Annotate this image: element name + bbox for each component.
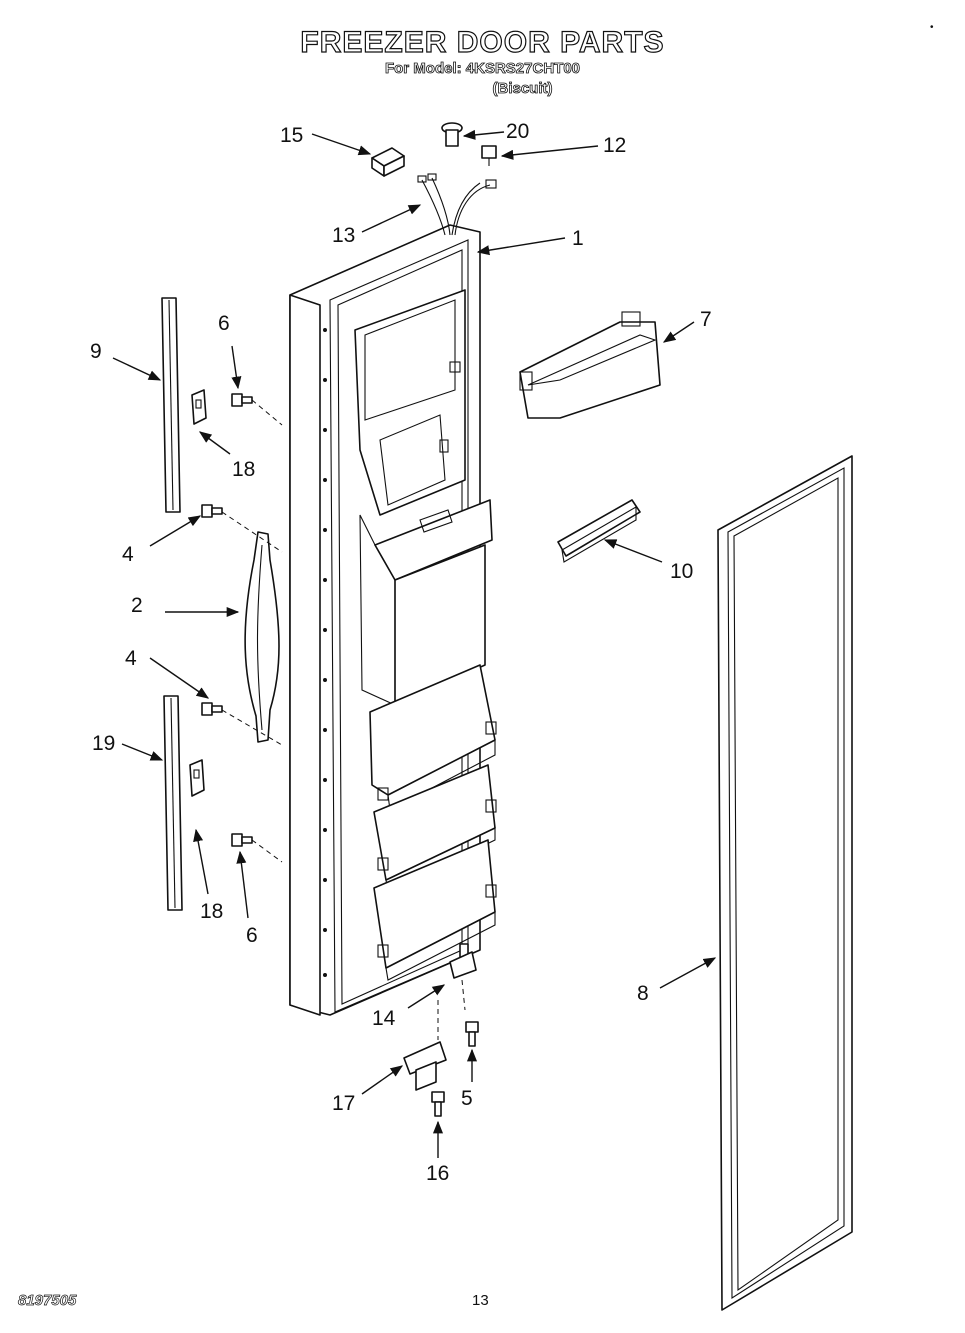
screw-16 — [431, 1091, 445, 1117]
callout-16: 16 — [426, 1162, 449, 1185]
door-panel — [289, 224, 497, 1016]
screw-5 — [465, 1021, 479, 1047]
callout-6-upper: 6 — [218, 312, 230, 335]
callout-19: 19 — [92, 732, 115, 755]
callout-10: 10 — [670, 560, 693, 583]
callout-20: 20 — [506, 120, 529, 143]
screw-20 — [441, 122, 463, 147]
document-number: 8197505 — [18, 1292, 77, 1310]
callout-15: 15 — [280, 124, 303, 147]
door-edge-holes — [323, 328, 327, 977]
page-number: 13 — [472, 1292, 489, 1309]
callout-arrows — [112, 129, 717, 1158]
clip-12 — [481, 145, 497, 166]
screw-4-upper — [201, 504, 283, 553]
hinge-17 — [403, 1000, 447, 1091]
screw-6-upper — [231, 393, 283, 426]
bin-7 — [519, 311, 661, 419]
model-subtitle: For Model: 4KSRS27CHT00 — [384, 60, 581, 78]
clip-18-lower — [189, 759, 205, 797]
callout-14: 14 — [372, 1007, 396, 1030]
page-title: FREEZER DOOR PARTS — [300, 25, 665, 59]
trim-9 — [161, 297, 181, 513]
callout-18-lower: 18 — [200, 900, 223, 923]
callout-4-lower: 4 — [125, 647, 137, 670]
callout-17: 17 — [332, 1092, 355, 1115]
callout-5: 5 — [461, 1087, 473, 1110]
callout-12: 12 — [603, 134, 626, 157]
color-subtitle: (Biscuit) — [492, 80, 553, 98]
callout-6-lower: 6 — [246, 924, 258, 947]
callout-9: 9 — [90, 340, 102, 363]
hinge-pin-14 — [449, 943, 477, 1011]
screw-6-lower — [231, 833, 283, 863]
callout-13: 13 — [332, 224, 355, 247]
callout-2: 2 — [131, 594, 143, 617]
cover-15 — [371, 147, 405, 177]
handle-2 — [244, 531, 280, 743]
trim-10 — [557, 499, 641, 563]
screw-4-lower — [201, 702, 283, 746]
callout-7: 7 — [700, 308, 712, 331]
callout-18-upper: 18 — [232, 458, 255, 481]
gasket-8 — [717, 455, 853, 1311]
clip-18-upper — [191, 389, 207, 425]
callout-4-upper: 4 — [122, 543, 134, 566]
callout-1: 1 — [572, 227, 584, 250]
wire-harness — [417, 173, 497, 236]
callout-8: 8 — [637, 982, 649, 1005]
corner-dot: • — [930, 22, 934, 33]
trim-19 — [163, 695, 183, 911]
